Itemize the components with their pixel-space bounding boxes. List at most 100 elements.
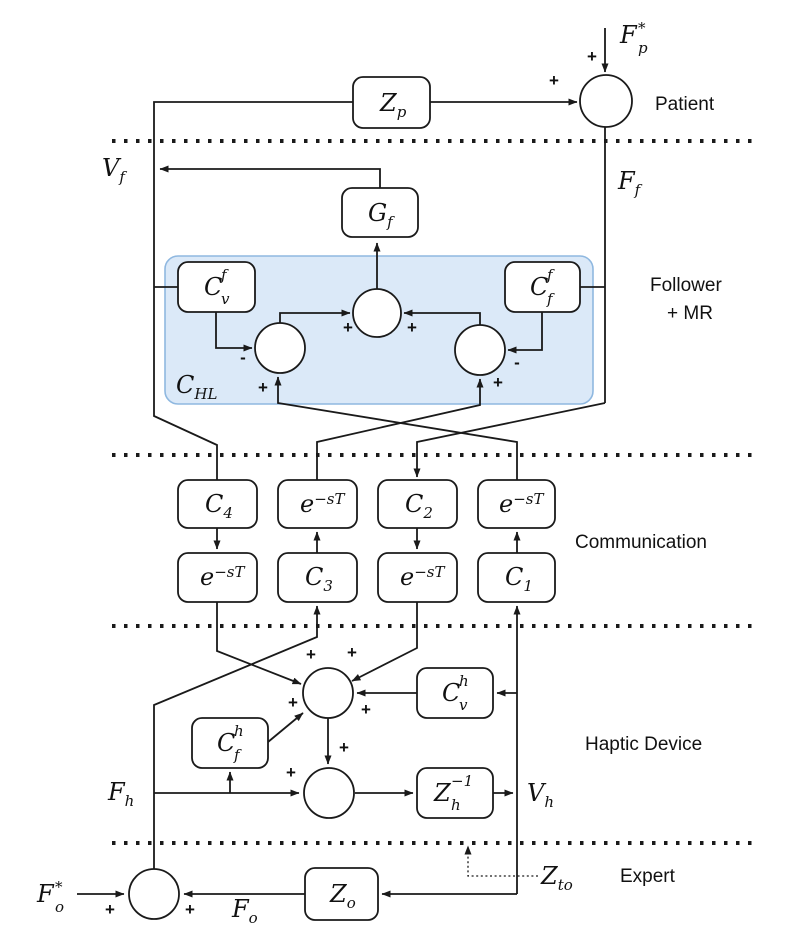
wire-cvf-to-left-sum [215,312,253,352]
section-labels: Patient Follower + MR Communication Hapt… [575,94,722,887]
haptic-lower-sum-junction [303,767,355,819]
block-c1 [477,552,556,603]
label-zhinv-base: Z [433,779,452,807]
block-c2 [377,479,458,529]
junction-signs: + + - + + + - + + + + + + + + + [105,47,597,919]
haptic-upper-sum-junction [302,667,354,719]
label-delay-col3: e−sT [400,563,445,591]
sign-expert-right-plus: + [185,900,195,919]
block-gf [341,187,419,238]
label-cff-sup: f [546,266,555,284]
label-fpstar-base: F [619,21,638,49]
sign-center-sum-right-plus: + [407,318,417,337]
sign-lower-sum-top-plus: + [339,738,349,757]
wire-cfh-to-haptic-sum [267,712,304,743]
label-cvf-sub: v [221,290,230,308]
sign-haptic-cvh-plus: + [361,700,371,719]
sign-right-sum-minus: - [514,353,520,372]
signal-labels: F * p F * o Vf Ff Fh Vh Fo [36,19,648,927]
block-cvh [416,667,494,719]
block-c3 [277,552,358,603]
sign-center-sum-left-plus: + [343,318,353,337]
label-cvh-base: C [442,679,460,707]
sign-fpstar-plus: + [587,47,597,66]
label-c3: C3 [305,563,333,595]
label-zo: Zo [329,880,356,912]
block-zo [304,867,379,921]
label-ff: Ff [617,167,643,199]
section-label-follower-line2: + MR [667,303,713,324]
block-delay-col4-top [477,479,556,529]
section-label-follower-line1: Follower [650,275,722,296]
label-fh: Fh [107,778,134,810]
section-label-haptic: Haptic Device [585,734,702,755]
follower-right-sum-junction [454,324,506,376]
label-c2: C2 [405,490,433,522]
label-fostar-sup: * [55,878,63,896]
label-cfh-base: C [217,729,235,757]
label-delay-col2: e−sT [300,490,345,518]
label-vh: Vh [527,779,554,811]
sign-haptic-cfh-plus: + [288,693,298,712]
label-zto: Zto [540,862,573,894]
block-zh-inv [416,767,494,819]
label-chl: CHL [176,371,217,403]
wire-vf-to-c4 [153,101,353,480]
label-fo: Fo [231,895,258,927]
sign-haptic-delay1-plus: + [306,645,316,664]
block-cvf [177,261,256,313]
transfer-blocks [177,76,581,921]
wire-ff-to-c2 [413,402,606,478]
label-cvh-sub: v [459,696,468,714]
section-label-patient: Patient [655,94,715,115]
block-c4 [177,479,258,529]
sign-left-sum-plus: + [258,378,268,397]
block-zp [352,76,431,129]
label-zp: Zp [379,89,407,121]
follower-center-sum-junction [352,288,402,338]
sign-left-sum-minus: - [240,348,246,367]
sign-haptic-delay3-plus: + [347,643,357,662]
label-zhinv-sup: −1 [451,772,473,790]
label-c4: C4 [205,490,233,522]
block-cfh [191,717,269,769]
wire-delay4-to-left-sum [274,376,518,480]
follower-left-sum-junction [254,322,306,374]
signal-wires [77,28,609,898]
block-delay-col1-bottom [177,552,258,603]
sign-lower-sum-left-plus: + [286,763,296,782]
wire-delay1-to-haptic-sum [216,602,302,685]
section-separators [112,139,760,845]
label-cvh-sup: h [459,672,469,690]
label-fostar-base: F [36,880,55,908]
label-c1: C1 [505,563,533,595]
block-cff [504,261,581,313]
wire-zto-dotted [464,845,538,877]
label-cvf-base: C [204,273,222,301]
wire-left-sum-to-center-sum [279,309,351,323]
label-vf: Vf [102,154,127,186]
label-fpstar-sup: * [638,19,646,37]
wire-cff-to-right-sum [507,312,543,354]
wire-delay3-to-haptic-sum [351,602,418,682]
label-cff-base: C [530,273,548,301]
sign-right-sum-plus: + [493,373,503,392]
label-cff-sub: f [546,290,555,308]
label-zhinv-sub: h [451,796,461,814]
block-delay-col3-bottom [377,552,458,603]
label-delay-col4: e−sT [499,490,544,518]
section-label-communication: Communication [575,532,707,553]
wire-gf-to-vf [159,165,381,188]
expert-sum-junction [128,868,180,920]
label-delay-col1: e−sT [200,563,245,591]
label-cfh-sup: h [234,722,244,740]
label-cvf-sup: f [220,266,229,284]
label-fpstar-sub: p [638,39,648,57]
block-labels: Zp Gf C f v C f f CHL C4 e−sT C2 e−sT e−… [176,89,573,912]
patient-sum-junction [579,74,633,128]
wire-delay2-to-right-sum [316,378,484,480]
summing-junctions [128,74,633,920]
sign-expert-left-plus: + [105,900,115,919]
